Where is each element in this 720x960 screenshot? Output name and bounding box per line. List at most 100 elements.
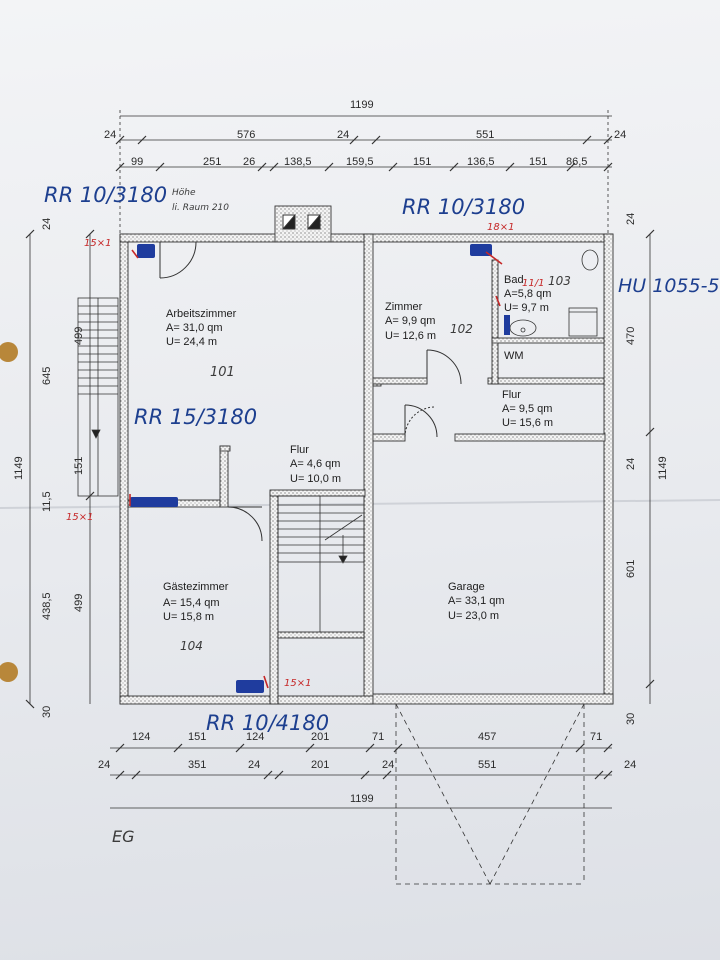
dim-right-total: 1149 [657, 456, 669, 480]
pipe-size-note: 15×1 [284, 678, 311, 689]
room-number: 101 [210, 365, 235, 380]
height-note: li. Raum 210 [172, 203, 229, 213]
radiator-icon [137, 244, 155, 258]
room-perimeter: U= 9,7 m [504, 302, 549, 314]
room-perimeter: U= 15,6 m [502, 417, 553, 429]
dim-bottom-row2: 24 [248, 759, 260, 771]
exterior-stairs [77, 297, 119, 497]
dim-top-row3: 251 [203, 156, 221, 168]
dim-left-seg: 499 [73, 327, 85, 345]
dim-right-seg: 470 [625, 327, 637, 345]
dim-top-row2: 24 [337, 129, 349, 141]
garage-door-swing [395, 703, 585, 885]
dim-top-row2: 24 [104, 129, 116, 141]
dim-top-row2: 24 [614, 129, 626, 141]
dim-left-seg: 645 [41, 367, 53, 385]
radiator-icon [504, 315, 510, 335]
radiator-note: HU 1055-5 [618, 275, 720, 297]
dim-bottom-row2: 24 [98, 759, 110, 771]
room-name: Gästezimmer [163, 581, 229, 593]
pipe-size-note: 11/1 [522, 278, 544, 289]
dim-right-seg: 30 [625, 713, 637, 725]
room-perimeter: U= 23,0 m [448, 610, 499, 622]
dim-top-row3: 99 [131, 156, 143, 168]
dim-top-row3: 151 [529, 156, 547, 168]
dim-right-seg: 24 [625, 213, 637, 225]
room-area: A= 4,6 qm [290, 458, 340, 470]
radiator-note: RR 10/4180 [206, 711, 329, 735]
room-area: A= 31,0 qm [166, 322, 223, 334]
room-perimeter: U= 24,4 m [166, 336, 217, 348]
dim-left-seg: 11,5 [41, 491, 53, 512]
dim-top-row3: 138,5 [284, 156, 312, 168]
height-note: Höhe [172, 188, 196, 198]
dimension-lines [25, 110, 655, 809]
room-number: 103 [548, 274, 571, 288]
staircase [277, 495, 365, 632]
doors [159, 241, 462, 542]
dim-left-total: 1149 [13, 456, 25, 480]
room-name: Flur [502, 389, 521, 401]
handwritten-annotations: RR 10/3180 Höhe li. Raum 210 RR 10/3180 … [44, 183, 720, 735]
room-name: Garage [448, 581, 485, 593]
room-perimeter: U= 10,0 m [290, 473, 341, 485]
room-number: 104 [180, 639, 203, 653]
dim-bottom-row2: 551 [478, 759, 496, 771]
dim-left-seg: 499 [73, 594, 85, 612]
room-area: A= 15,4 qm [163, 597, 220, 609]
dim-top-row2: 551 [476, 129, 494, 141]
dim-bottom-row2: 24 [382, 759, 394, 771]
radiator-icon [236, 680, 264, 693]
dim-top-row3: 136,5 [467, 156, 495, 168]
dim-bottom-row1: 71 [590, 731, 602, 743]
dim-bottom-row1: 151 [188, 731, 206, 743]
punch-hole-icon [0, 662, 18, 682]
dim-left-seg: 151 [73, 457, 85, 475]
dim-left-seg: 438,5 [41, 592, 53, 620]
dim-top-total: 1199 [350, 99, 374, 111]
room-name: Flur [290, 444, 309, 456]
pipe-size-note: 15×1 [66, 512, 93, 523]
bathroom-fixtures [509, 249, 599, 337]
pipe-size-note: 15×1 [84, 238, 111, 249]
radiator-note: RR 10/3180 [44, 183, 167, 207]
room-area: A= 9,5 qm [502, 403, 552, 415]
pipe-marks [129, 249, 503, 689]
radiator-note: RR 15/3180 [134, 405, 257, 429]
radiator-icon [130, 497, 178, 507]
dim-bottom-row1: 201 [311, 731, 329, 743]
punch-hole-icon [0, 342, 18, 362]
room-labels: Arbeitszimmer A= 31,0 qm U= 24,4 m Zimme… [163, 274, 553, 623]
dim-left-seg: 24 [41, 218, 53, 230]
radiator-note: RR 10/3180 [402, 195, 525, 219]
room-name: Bad [504, 274, 524, 286]
room-area: A=5,8 qm [504, 288, 551, 300]
radiator-marks [130, 244, 510, 693]
dim-top-row3: 86,5 [566, 156, 587, 168]
dim-bottom-total: 1199 [350, 793, 374, 805]
binder-holes [0, 342, 18, 682]
floor-label: EG [112, 827, 135, 846]
pipe-size-note: 18×1 [487, 222, 514, 233]
room-name: Zimmer [385, 301, 423, 313]
room-perimeter: U= 15,8 m [163, 611, 214, 623]
dim-top-row2: 576 [237, 129, 255, 141]
dim-left-seg: 30 [41, 706, 53, 718]
toilet-icon [581, 249, 599, 271]
chimney [281, 213, 321, 230]
room-area: A= 9,9 qm [385, 315, 435, 327]
dim-right-seg: 601 [625, 560, 637, 578]
dim-top-row3: 159,5 [346, 156, 374, 168]
dim-bottom-row1: 457 [478, 731, 496, 743]
room-number: 102 [450, 322, 473, 336]
room-area: A= 33,1 qm [448, 595, 505, 607]
dim-bottom-row1: 124 [246, 731, 264, 743]
dim-bottom-row2: 201 [311, 759, 329, 771]
walls [119, 205, 614, 705]
shower-icon [568, 307, 598, 337]
room-name: Arbeitszimmer [166, 308, 237, 320]
room-perimeter: U= 12,6 m [385, 330, 436, 342]
dim-bottom-row2: 351 [188, 759, 206, 771]
dim-top-row3: 26 [243, 156, 255, 168]
